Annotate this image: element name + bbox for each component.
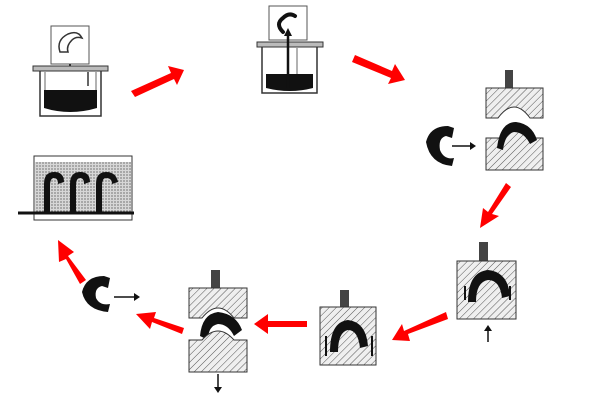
- lower-die-open: [188, 330, 248, 373]
- step-mold-open-eject: [188, 270, 248, 393]
- part-in-hold-die: [330, 320, 368, 352]
- red-block-arrow-6: [136, 312, 184, 334]
- tray-background: [35, 162, 131, 213]
- red-block-arrow-4: [392, 312, 448, 341]
- step-open-mold: [426, 70, 544, 171]
- tank-liquid: [44, 90, 97, 112]
- step-dip-lift: [256, 5, 324, 94]
- step-ejected-part: [82, 276, 140, 312]
- insert-direction-arrow: [470, 142, 476, 150]
- eject-down-arrow: [214, 387, 222, 393]
- preform-holder-box: [50, 25, 90, 65]
- loose-part: [426, 126, 454, 166]
- tray-part-2: [70, 172, 90, 212]
- step-mold-hold: [319, 290, 377, 366]
- tank-liquid-2: [266, 74, 313, 91]
- hold-die-block: [319, 306, 377, 366]
- preform-shape: [58, 31, 84, 53]
- part-in-closed-die: [468, 270, 510, 302]
- step-melt-tank: [32, 25, 109, 117]
- step-parts-tray: [18, 155, 134, 221]
- red-block-arrow-2: [352, 55, 405, 84]
- tray-part-1: [44, 172, 64, 212]
- tray-part-3: [96, 172, 118, 212]
- red-block-arrow-7: [58, 240, 86, 284]
- upper-die-open: [188, 287, 248, 319]
- process-arrows: [58, 55, 511, 341]
- hook-shape: [277, 12, 297, 34]
- part-lifted: [200, 312, 242, 340]
- ejected-part-shape: [82, 276, 110, 312]
- press-up-arrow: [484, 325, 492, 331]
- red-block-arrow-3: [480, 183, 511, 228]
- step-mold-closed-press: [456, 242, 517, 342]
- upper-die: [485, 87, 544, 119]
- part-on-die: [497, 122, 537, 150]
- red-block-arrow-1: [131, 66, 184, 97]
- red-block-arrow-5: [254, 314, 307, 334]
- part-out-arrow: [134, 293, 140, 301]
